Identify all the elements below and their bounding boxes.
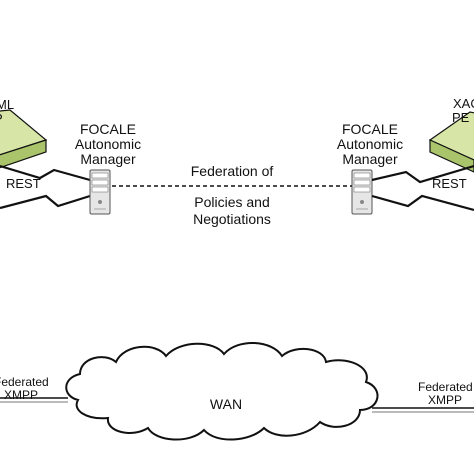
right-xmpp-line2: XMPP bbox=[428, 393, 462, 407]
federation-label-line1: Federation of bbox=[191, 163, 274, 179]
right-manager-line2: Autonomic bbox=[337, 136, 403, 152]
left-plate-label-2: P bbox=[0, 111, 3, 126]
left-xmpp-line1: Federated bbox=[0, 375, 49, 389]
left-plate-label-1: ML bbox=[0, 97, 14, 112]
right-connector-lower bbox=[371, 194, 474, 212]
left-manager-line1: FOCALE bbox=[80, 121, 136, 137]
left-manager-line3: Manager bbox=[80, 151, 136, 167]
right-plate-label-2: PE bbox=[452, 110, 470, 125]
right-manager-line3: Manager bbox=[342, 151, 398, 167]
federation-label-bg bbox=[178, 161, 290, 179]
right-manager-line1: FOCALE bbox=[342, 121, 398, 137]
right-server-icon bbox=[351, 169, 373, 215]
left-rest-label: REST bbox=[6, 176, 41, 191]
left-connector-lower bbox=[0, 194, 91, 210]
left-manager-line2: Autonomic bbox=[75, 136, 141, 152]
right-rest-label: REST bbox=[432, 176, 467, 191]
right-connector-upper bbox=[371, 164, 474, 184]
wan-label: WAN bbox=[210, 396, 242, 412]
left-plate-side bbox=[0, 139, 47, 169]
left-policy-plate: ML P bbox=[0, 97, 48, 169]
right-policy-plate: XAC PE bbox=[428, 96, 474, 173]
right-plate-side bbox=[429, 139, 474, 173]
left-server-icon bbox=[89, 169, 111, 215]
wan-cloud: WAN bbox=[65, 341, 379, 441]
right-plate-label-1: XAC bbox=[453, 96, 474, 111]
left-xmpp-line2: XMPP bbox=[4, 388, 38, 402]
left-connector-upper bbox=[0, 164, 91, 182]
federation-label-line3: Negotiations bbox=[193, 211, 271, 227]
federation-label-line2: Policies and bbox=[194, 194, 270, 210]
right-xmpp-line1: Federated bbox=[418, 380, 473, 394]
